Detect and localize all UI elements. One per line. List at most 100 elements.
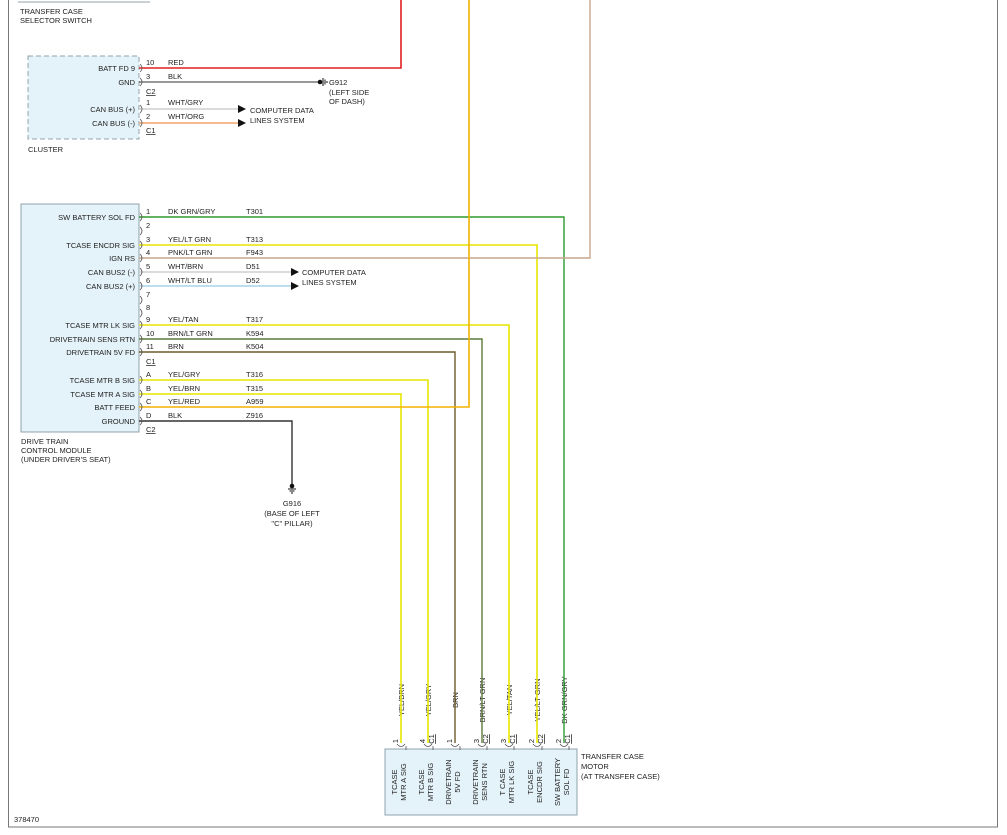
- connector-bracket: [139, 267, 143, 277]
- dtcm-pin-number: 4: [146, 248, 150, 257]
- motor-connector-id: C1: [427, 734, 436, 744]
- connector-bracket: [139, 402, 143, 412]
- dtcm-wire-color: BRN: [168, 342, 184, 351]
- dtcm-circuit-id: T313: [246, 235, 263, 244]
- g916-label: G916: [283, 499, 301, 508]
- dtcm-pin-number: 8: [146, 303, 150, 312]
- wire-f943: [139, 0, 591, 259]
- motor-terminal: [559, 743, 569, 747]
- dtcm-pin-label: GROUND: [102, 417, 136, 426]
- dtcm-pin-label: DRIVETRAIN SENS RTN: [50, 335, 135, 344]
- dtcm-pin-number: 2: [146, 221, 150, 230]
- arrow-icon: [291, 268, 299, 276]
- motor-pin-label: TCASE: [390, 769, 399, 794]
- cluster-pin-number: 2: [146, 112, 150, 121]
- cluster-data-lines-label: COMPUTER DATA: [250, 106, 314, 115]
- dtcm-data-lines-label: LINES SYSTEM: [302, 278, 357, 287]
- dtcm-wire-color: BLK: [168, 411, 182, 420]
- dtcm-pin-number: 11: [146, 342, 154, 351]
- motor-terminal: [450, 743, 460, 747]
- motor-pin-label: SOL FD: [562, 768, 571, 795]
- cluster-pin-label: BATT FD 9: [98, 64, 135, 73]
- connector-bracket: [139, 118, 143, 128]
- connector-bracket: [139, 389, 143, 399]
- motor-name: (AT TRANSFER CASE): [581, 772, 660, 781]
- dtcm-wire-color: YEL/BRN: [168, 384, 200, 393]
- connector-bracket: [139, 253, 143, 263]
- dtcm-wire-color: WHT/LT BLU: [168, 276, 212, 285]
- motor-box: [384, 748, 578, 816]
- dtcm-pin-label: TCASE MTR A SIG: [70, 390, 135, 399]
- ground-symbol-icon: [288, 483, 296, 494]
- dtcm-pin-label: TCASE MTR B SIG: [70, 376, 136, 385]
- connector-bracket: [139, 416, 143, 426]
- connector-bracket: [139, 295, 143, 305]
- cluster-pin-label: CAN BUS (+): [90, 105, 135, 114]
- dtcm-circuit-id: T316: [246, 370, 263, 379]
- connector-bracket: [139, 240, 143, 250]
- cluster-pin-number: 1: [146, 98, 150, 107]
- dtcm-name: CONTROL MODULE: [21, 446, 92, 455]
- ground-symbol-icon: [317, 78, 328, 86]
- dtcm-pin-label: DRIVETRAIN 5V FD: [66, 348, 135, 357]
- dtcm-wire-color: YEL/TAN: [168, 315, 199, 324]
- dtcm-wire-color: WHT/BRN: [168, 262, 203, 271]
- connector-bracket: [139, 347, 143, 357]
- motor-terminal: [504, 743, 514, 747]
- dtcm-pin-number: B: [146, 384, 151, 393]
- dtcm-circuit-id: T301: [246, 207, 263, 216]
- motor-pin-number: 4: [418, 739, 427, 743]
- cluster-pin-label: CAN BUS (-): [92, 119, 135, 128]
- motor-name: MOTOR: [581, 762, 609, 771]
- motor-pin-label: TCASE: [417, 769, 426, 794]
- g912-label: G912: [329, 78, 347, 87]
- motor-pin-number: 3: [499, 739, 508, 743]
- connector-bracket: [139, 334, 143, 344]
- dtcm-wire-color: YEL/LT GRN: [168, 235, 211, 244]
- wire-t301: [139, 216, 565, 743]
- motor-pin-label: 5V FD: [453, 771, 462, 793]
- dtcm-circuit-id: K594: [246, 329, 264, 338]
- dtcm-pin-number: A: [146, 370, 151, 379]
- cluster-connector-id: C2: [146, 87, 156, 96]
- g912-location: (LEFT SIDE: [329, 88, 369, 97]
- connector-bracket: [139, 104, 143, 114]
- dtcm-pin-number: 9: [146, 315, 150, 324]
- dtcm-name: DRIVE TRAIN: [21, 437, 68, 446]
- motor-connector-id: C2: [481, 734, 490, 744]
- wire-t316: [139, 379, 429, 743]
- dtcm-pin-number: 3: [146, 235, 150, 244]
- dtcm-pin-number: 5: [146, 262, 150, 271]
- dtcm-circuit-id: D51: [246, 262, 260, 271]
- dtcm-wire-color: YEL/GRY: [168, 370, 200, 379]
- cluster-connector-id: C1: [146, 126, 156, 135]
- connector-bracket: [139, 226, 143, 236]
- dtcm-data-lines-label: COMPUTER DATA: [302, 268, 366, 277]
- wire-k504: [139, 351, 456, 743]
- dtcm-wire-color: BRN/LT GRN: [168, 329, 213, 338]
- motor-pin-label: TCASE: [526, 769, 535, 794]
- cluster-wire-color: WHT/GRY: [168, 98, 203, 107]
- connector-bracket: [139, 281, 143, 291]
- selector-switch-label-1: TRANSFER CASE: [20, 7, 83, 16]
- cluster-box: [27, 55, 140, 140]
- dtcm-pin-label: CAN BUS2 (-): [88, 268, 136, 277]
- arrow-icon: [238, 105, 246, 113]
- motor-connector-id: C2: [536, 734, 545, 744]
- wire-k594: [139, 338, 483, 743]
- dtcm-pin-label: SW BATTERY SOL FD: [58, 213, 135, 222]
- dtcm-pin-label: BATT FEED: [94, 403, 135, 412]
- connector-brackets: [139, 63, 143, 426]
- dtcm-pin-label: IGN RS: [109, 254, 135, 263]
- connector-bracket: [139, 63, 143, 73]
- dtcm-circuit-id: Z916: [246, 411, 263, 420]
- motor-pin-label: SENS RTN: [480, 763, 489, 801]
- motor-pin-number: 3: [472, 739, 481, 743]
- motor-pin-number: 2: [527, 739, 536, 743]
- motor-pin-label: DRIVETRAIN: [444, 759, 453, 804]
- motor-terminal: [396, 743, 406, 747]
- dtcm-wire-color: PNK/LT GRN: [168, 248, 212, 257]
- g912-location: OF DASH): [329, 97, 365, 106]
- diagram-id: 378470: [14, 815, 39, 824]
